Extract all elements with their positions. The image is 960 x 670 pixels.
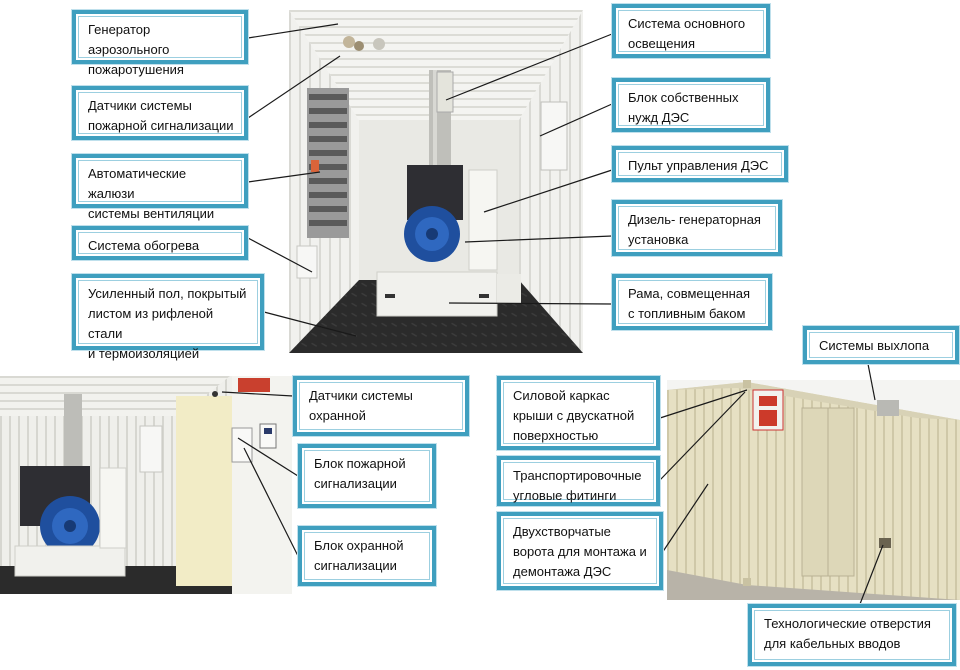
label-aerosol-generator: Генератор аэрозольного пожаротушения [72, 10, 248, 77]
photo-interior-main [289, 10, 583, 353]
label-reinforced-floor: Усиленный пол, покрытый листом из рифлен… [72, 274, 264, 361]
label-double-gates: Двухстворчатые ворота для монтажа и демо… [497, 512, 663, 590]
label-security-sensors: Датчики системы охранной [293, 376, 469, 436]
photo-exterior [667, 380, 960, 600]
label-frame-fuel-tank: Рама, совмещенная с топливным баком [612, 274, 772, 330]
label-main-lighting: Система основного освещения [612, 4, 770, 58]
label-aux-unit: Блок собственных нужд ДЭС [612, 78, 770, 132]
label-fire-alarm-sensors: Датчики системы пожарной сигнализации [72, 86, 248, 140]
label-ventilation-blinds: Автоматические жалюзи системы вентиляции [72, 154, 248, 221]
label-heating-system: Система обогрева [72, 226, 248, 260]
label-fire-alarm-unit: Блок пожарной сигнализации [298, 444, 436, 508]
label-diesel-generator: Дизель- генераторная установка [612, 200, 782, 256]
label-control-panel: Пульт управления ДЭС [612, 146, 788, 182]
label-roof-frame: Силовой каркас крыши с двускатной поверх… [497, 376, 660, 450]
label-cable-holes: Технологические отверстия для кабельных … [748, 604, 956, 666]
label-corner-fittings: Транспортировочные угловые фитинги [497, 456, 660, 506]
photo-interior-side [0, 376, 292, 594]
label-security-alarm-unit: Блок охранной сигнализации [298, 526, 436, 586]
label-exhaust-systems: Системы выхлопа [803, 326, 959, 364]
